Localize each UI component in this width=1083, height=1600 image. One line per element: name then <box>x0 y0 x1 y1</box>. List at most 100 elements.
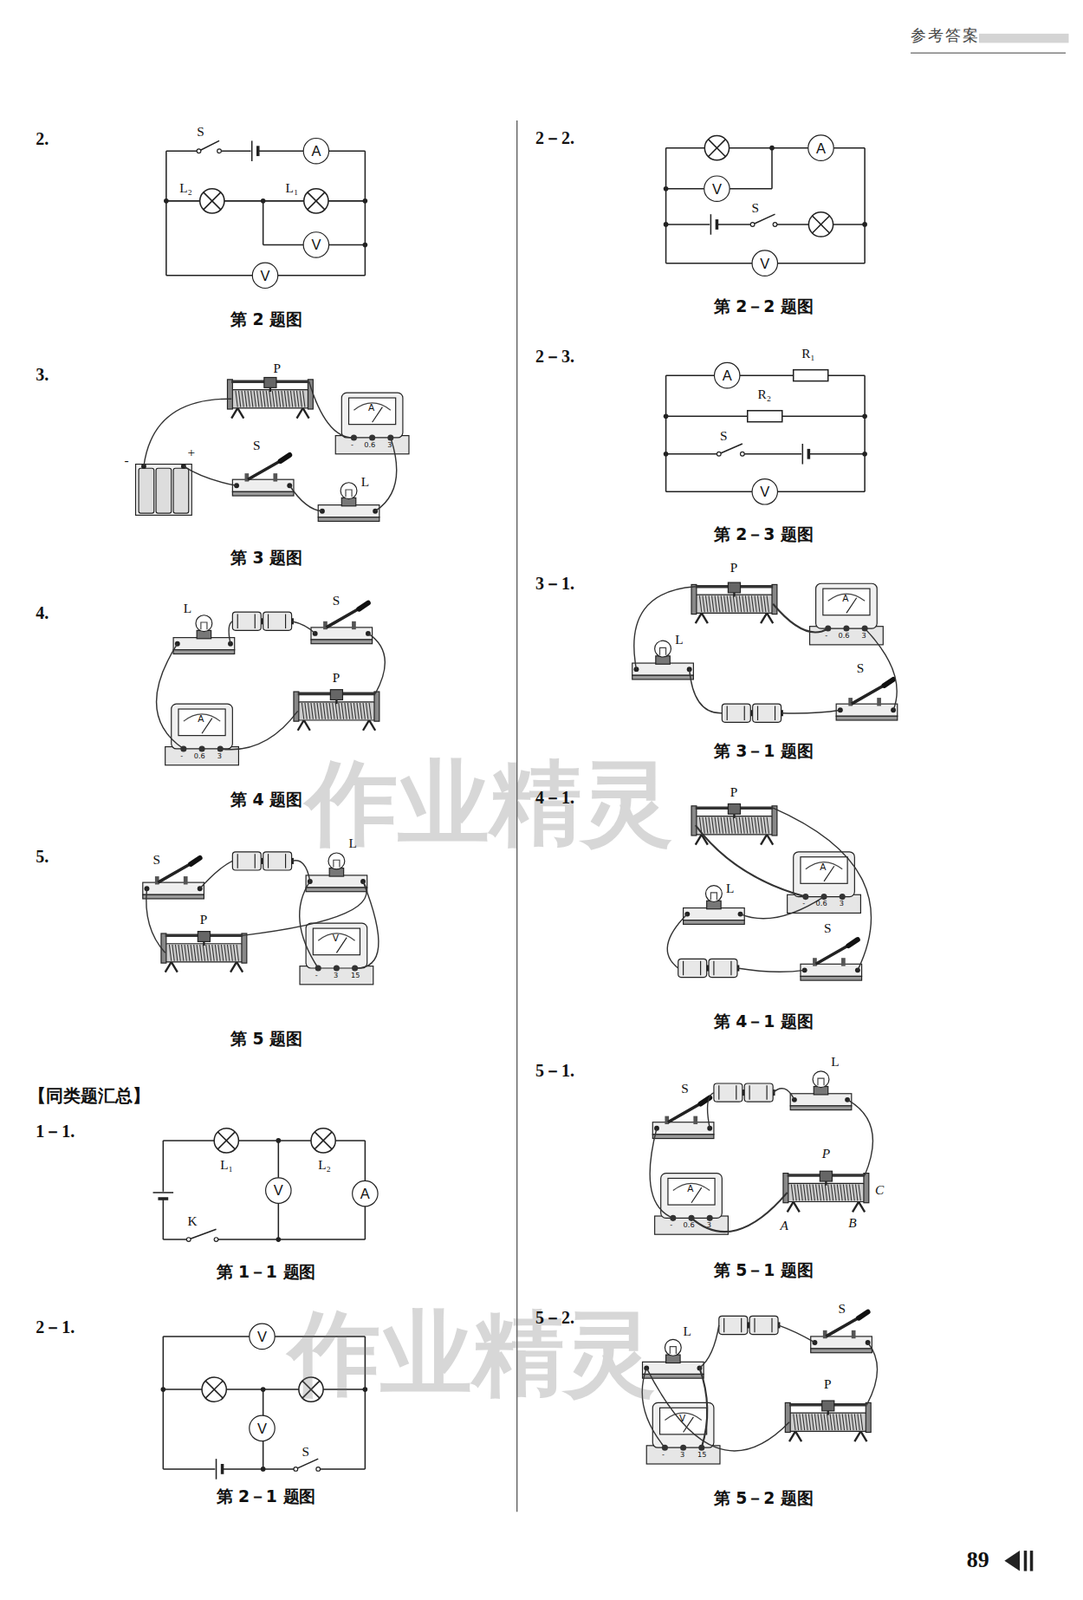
drawing <box>858 1184 861 1201</box>
meter-letter: V <box>257 1420 267 1435</box>
wire <box>866 1342 877 1405</box>
wire <box>863 375 866 492</box>
drawing <box>760 612 767 623</box>
meter-letter: V <box>712 181 722 196</box>
wire <box>811 215 830 234</box>
meter <box>646 1401 720 1464</box>
drawing <box>751 595 753 612</box>
drawing <box>173 467 189 513</box>
cell-symbol <box>802 443 805 465</box>
meter-circle: V <box>248 1414 276 1442</box>
drawing <box>237 853 239 868</box>
drawing <box>830 1413 832 1430</box>
drawing <box>748 817 751 834</box>
terminal-label: C <box>875 1182 884 1199</box>
meter-marking: - <box>824 632 828 640</box>
wire <box>156 643 184 749</box>
component-label: P <box>730 784 739 801</box>
drawing <box>749 1084 751 1099</box>
drawing <box>632 662 694 675</box>
drawing <box>718 1084 720 1099</box>
meter <box>810 583 884 645</box>
drawing <box>714 817 717 834</box>
drawing <box>303 408 310 419</box>
drawing <box>797 1184 799 1201</box>
drawing <box>732 595 735 612</box>
drawing <box>178 708 226 736</box>
meter-letter: V <box>759 484 770 499</box>
drawing <box>683 920 746 925</box>
drawing <box>713 960 714 975</box>
drawing <box>795 1430 802 1441</box>
figure-caption: 第 1－1 题图 <box>216 1262 317 1282</box>
terminal-label: B <box>848 1215 857 1232</box>
wire <box>291 860 311 882</box>
drawing <box>754 595 757 612</box>
drawing <box>742 817 745 834</box>
drawing <box>702 817 705 834</box>
drawing <box>272 473 278 481</box>
wire <box>699 1367 707 1447</box>
junction-dot <box>160 1386 166 1392</box>
drawing <box>822 1400 835 1411</box>
drawing <box>812 957 818 966</box>
drawing <box>350 702 353 720</box>
drawing <box>171 703 234 749</box>
drawing <box>323 702 325 720</box>
drawing <box>796 1413 798 1430</box>
drawing <box>793 1201 800 1213</box>
question-number: 2－3. <box>535 346 575 367</box>
lamp-symbol <box>311 1128 336 1153</box>
question-number: 4. <box>35 603 49 624</box>
wire <box>162 1335 165 1469</box>
drawing <box>284 390 286 408</box>
component-label: S <box>332 593 341 610</box>
component-label: R₁ <box>801 346 816 363</box>
drawing <box>175 944 177 961</box>
drawing <box>817 1413 820 1430</box>
drawing <box>220 944 223 961</box>
drawing <box>800 963 863 976</box>
drawing <box>766 1084 768 1099</box>
wire <box>699 1324 719 1368</box>
meter-letter: A <box>311 143 321 158</box>
drawing <box>833 1413 836 1430</box>
meter-marking: V <box>679 1413 686 1423</box>
drawing <box>285 853 286 868</box>
meter <box>654 1173 729 1235</box>
drawing <box>136 464 193 516</box>
drawing <box>836 1184 839 1201</box>
component-label: S <box>301 1444 310 1460</box>
drawing <box>740 1317 742 1332</box>
wire <box>707 1092 714 1129</box>
figure-caption: 第 5－1 题图 <box>713 1261 814 1281</box>
wire <box>691 1192 788 1232</box>
drawing <box>195 615 213 632</box>
drawing <box>303 390 305 408</box>
drawing <box>661 1173 723 1219</box>
drawing <box>739 595 741 612</box>
drawing <box>338 702 341 720</box>
drawing <box>171 961 178 973</box>
lamp-symbol <box>201 1376 227 1401</box>
drawing <box>814 1413 817 1430</box>
meter-marking: 0.6 <box>194 752 206 760</box>
drawing <box>196 944 199 961</box>
drawing <box>275 390 278 408</box>
component-label: L₁ <box>285 181 299 198</box>
drawing <box>716 451 721 456</box>
drawing <box>290 390 292 408</box>
wire <box>715 219 720 230</box>
drawing <box>824 1180 827 1186</box>
wire <box>368 633 385 694</box>
drawing <box>320 702 323 720</box>
drawing <box>749 1315 779 1334</box>
drawing <box>226 944 229 961</box>
knife-switch <box>652 1096 714 1138</box>
component-label: L <box>183 601 192 617</box>
drawing <box>708 595 711 612</box>
drawing <box>356 702 359 720</box>
drawing <box>771 805 778 836</box>
wire <box>772 603 829 633</box>
figure-caption: 【同类题汇总】 <box>28 1086 150 1107</box>
